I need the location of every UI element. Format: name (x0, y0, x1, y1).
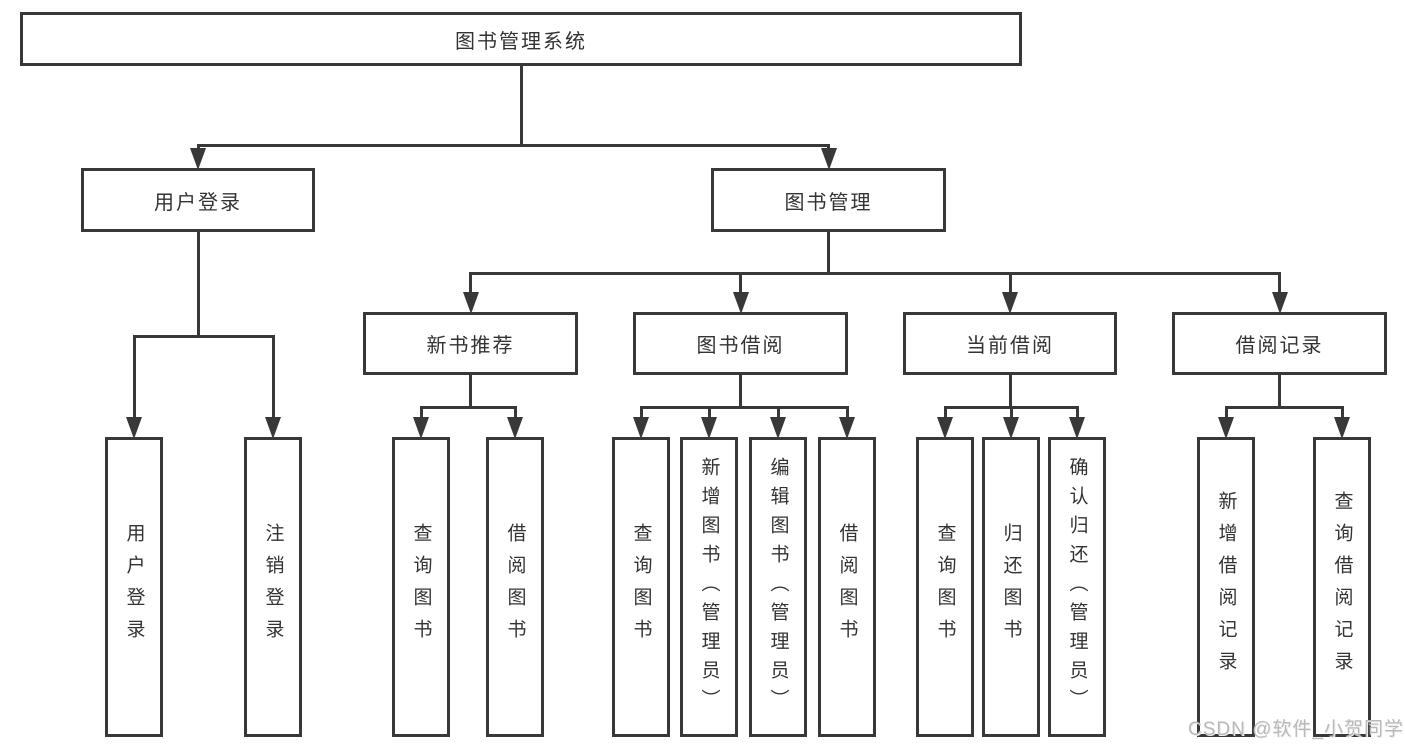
connector-drop-search-books-current (943, 406, 947, 419)
arrow-down-icon-borrow-books-recommend (507, 417, 523, 439)
node-user-login: 用户登录 (81, 168, 315, 232)
connector-stem-new-book-recommendation (469, 375, 472, 409)
node-search-borrow-record: 查询借阅记录 (1313, 437, 1371, 737)
arrow-down-icon-borrowing-records (1271, 292, 1288, 314)
connector-drop-borrowing-records (1278, 272, 1281, 294)
arrow-down-icon-return-books (1003, 417, 1019, 439)
connector-stem-library-management-system (519, 66, 523, 147)
connector-rail-library-management-system (196, 144, 830, 147)
connector-rail-borrowing-records (1224, 406, 1344, 409)
connector-stem-book-borrowing (739, 375, 742, 409)
connector-drop-new-book-recommendation (469, 272, 472, 294)
node-borrow-books: 借阅图书 (818, 437, 876, 737)
arrow-down-icon-borrow-books (839, 417, 855, 439)
connector-drop-edit-books-admin (776, 406, 780, 419)
node-search-books-current: 查询图书 (916, 437, 974, 737)
arrow-down-icon-current-borrowing (1002, 292, 1018, 314)
arrow-down-icon-logout (265, 417, 281, 439)
connector-drop-return-books (1009, 406, 1013, 419)
node-login: 用户登录 (105, 437, 163, 737)
connector-drop-borrow-books (845, 406, 849, 419)
connector-drop-add-books-admin (707, 406, 711, 419)
connector-rail-book-borrowing (639, 406, 849, 409)
connector-drop-add-borrow-record (1224, 406, 1228, 419)
connector-drop-current-borrowing (1008, 272, 1012, 294)
connector-drop-confirm-return-admin (1075, 406, 1079, 419)
connector-rail-book-management (469, 272, 1281, 275)
arrow-down-icon-add-borrow-record (1218, 417, 1234, 439)
connector-drop-book-management (827, 144, 830, 150)
connector-stem-book-management (827, 232, 830, 275)
node-search-books-borrow: 查询图书 (612, 437, 670, 737)
node-borrowing-records: 借阅记录 (1172, 312, 1387, 375)
arrow-down-icon-search-books-current (937, 417, 953, 439)
arrow-down-icon-add-books-admin (701, 417, 717, 439)
node-book-management: 图书管理 (711, 168, 946, 232)
connector-stem-user-login (196, 232, 200, 338)
node-book-borrowing: 图书借阅 (633, 312, 848, 375)
node-add-books-admin: 新增图书（管理员） (680, 437, 738, 737)
connector-drop-search-books-recommend (419, 406, 423, 419)
connector-stem-current-borrowing (1008, 375, 1012, 409)
node-current-borrowing: 当前借阅 (903, 312, 1117, 375)
node-search-books-recommend: 查询图书 (392, 437, 450, 737)
arrow-down-icon-confirm-return-admin (1069, 417, 1085, 439)
node-confirm-return-admin: 确认归还（管理员） (1048, 437, 1106, 737)
arrow-down-icon-search-books-recommend (413, 417, 429, 439)
connector-rail-new-book-recommendation (419, 406, 517, 409)
connector-drop-user-login (196, 144, 200, 150)
arrow-down-icon-login (126, 417, 142, 439)
arrow-down-icon-user-login (190, 148, 206, 170)
connector-rail-user-login (132, 335, 275, 338)
connector-drop-book-borrowing (739, 272, 742, 294)
connector-stem-borrowing-records (1278, 375, 1281, 409)
arrow-down-icon-book-management (820, 148, 837, 170)
node-edit-books-admin: 编辑图书（管理员） (749, 437, 807, 737)
arrow-down-icon-search-borrow-record (1334, 417, 1350, 439)
node-new-book-recommendation: 新书推荐 (363, 312, 578, 375)
connector-drop-search-books-borrow (639, 406, 643, 419)
node-return-books: 归还图书 (982, 437, 1040, 737)
arrow-down-icon-new-book-recommendation (462, 292, 479, 314)
node-library-management-system: 图书管理系统 (20, 12, 1022, 66)
connector-drop-logout (271, 335, 275, 419)
arrow-down-icon-edit-books-admin (770, 417, 786, 439)
node-add-borrow-record: 新增借阅记录 (1197, 437, 1255, 737)
csdn-watermark: CSDN @软件_小贺同学 (1188, 719, 1404, 740)
connector-drop-borrow-books-recommend (513, 406, 517, 419)
node-logout: 注销登录 (244, 437, 302, 737)
connector-drop-search-borrow-record (1340, 406, 1344, 419)
node-borrow-books-recommend: 借阅图书 (486, 437, 544, 737)
connector-drop-login (132, 335, 136, 419)
arrow-down-icon-book-borrowing (732, 292, 749, 314)
arrow-down-icon-search-books-borrow (633, 417, 649, 439)
